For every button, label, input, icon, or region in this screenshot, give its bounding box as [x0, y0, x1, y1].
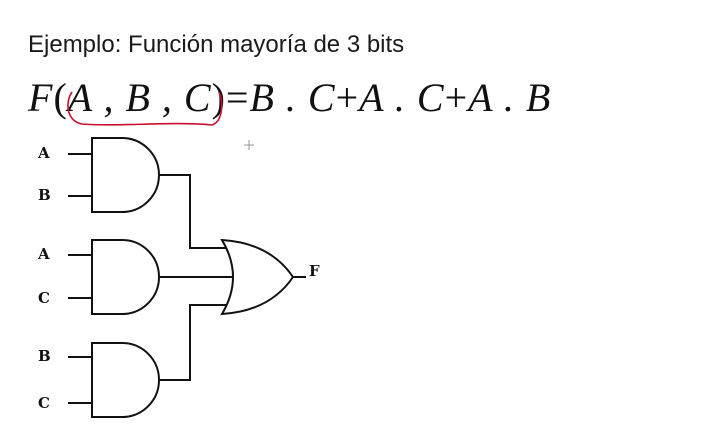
input-wires — [68, 153, 92, 404]
and-gate-3 — [91, 342, 160, 418]
argument-underline-annotation — [67, 91, 223, 126]
boolean-formula: F(A , B , C)=B . C+A . C+A . B — [28, 74, 551, 121]
output-f-label: F — [309, 262, 320, 280]
formula-equals: = — [225, 75, 250, 120]
and1-input-b-label: B — [38, 186, 51, 204]
and-to-or-wires — [159, 174, 236, 381]
formula-term-bc: B . C — [249, 75, 336, 120]
formula-term-ac: A . C — [359, 75, 445, 120]
formula-plus-2: + — [444, 75, 469, 120]
formula-plus-1: + — [335, 75, 360, 120]
formula-term-ab: A . B — [468, 75, 552, 120]
slide-title: Ejemplo: Función mayoría de 3 bits — [28, 31, 405, 58]
cursor-crosshair — [244, 140, 254, 150]
formula-function-name: F — [28, 75, 54, 120]
and-gate-2 — [91, 239, 160, 315]
formula-open-paren: ( — [53, 75, 68, 120]
and3-input-c-label: C — [38, 394, 50, 412]
or-gate — [220, 238, 295, 316]
and-gate-1 — [91, 137, 160, 213]
and2-input-a-label: A — [37, 245, 50, 263]
and3-input-b-label: B — [38, 347, 51, 365]
and1-input-a-label: A — [37, 144, 50, 162]
and2-input-c-label: C — [38, 289, 50, 307]
formula-arguments: A , B , C — [67, 75, 212, 120]
